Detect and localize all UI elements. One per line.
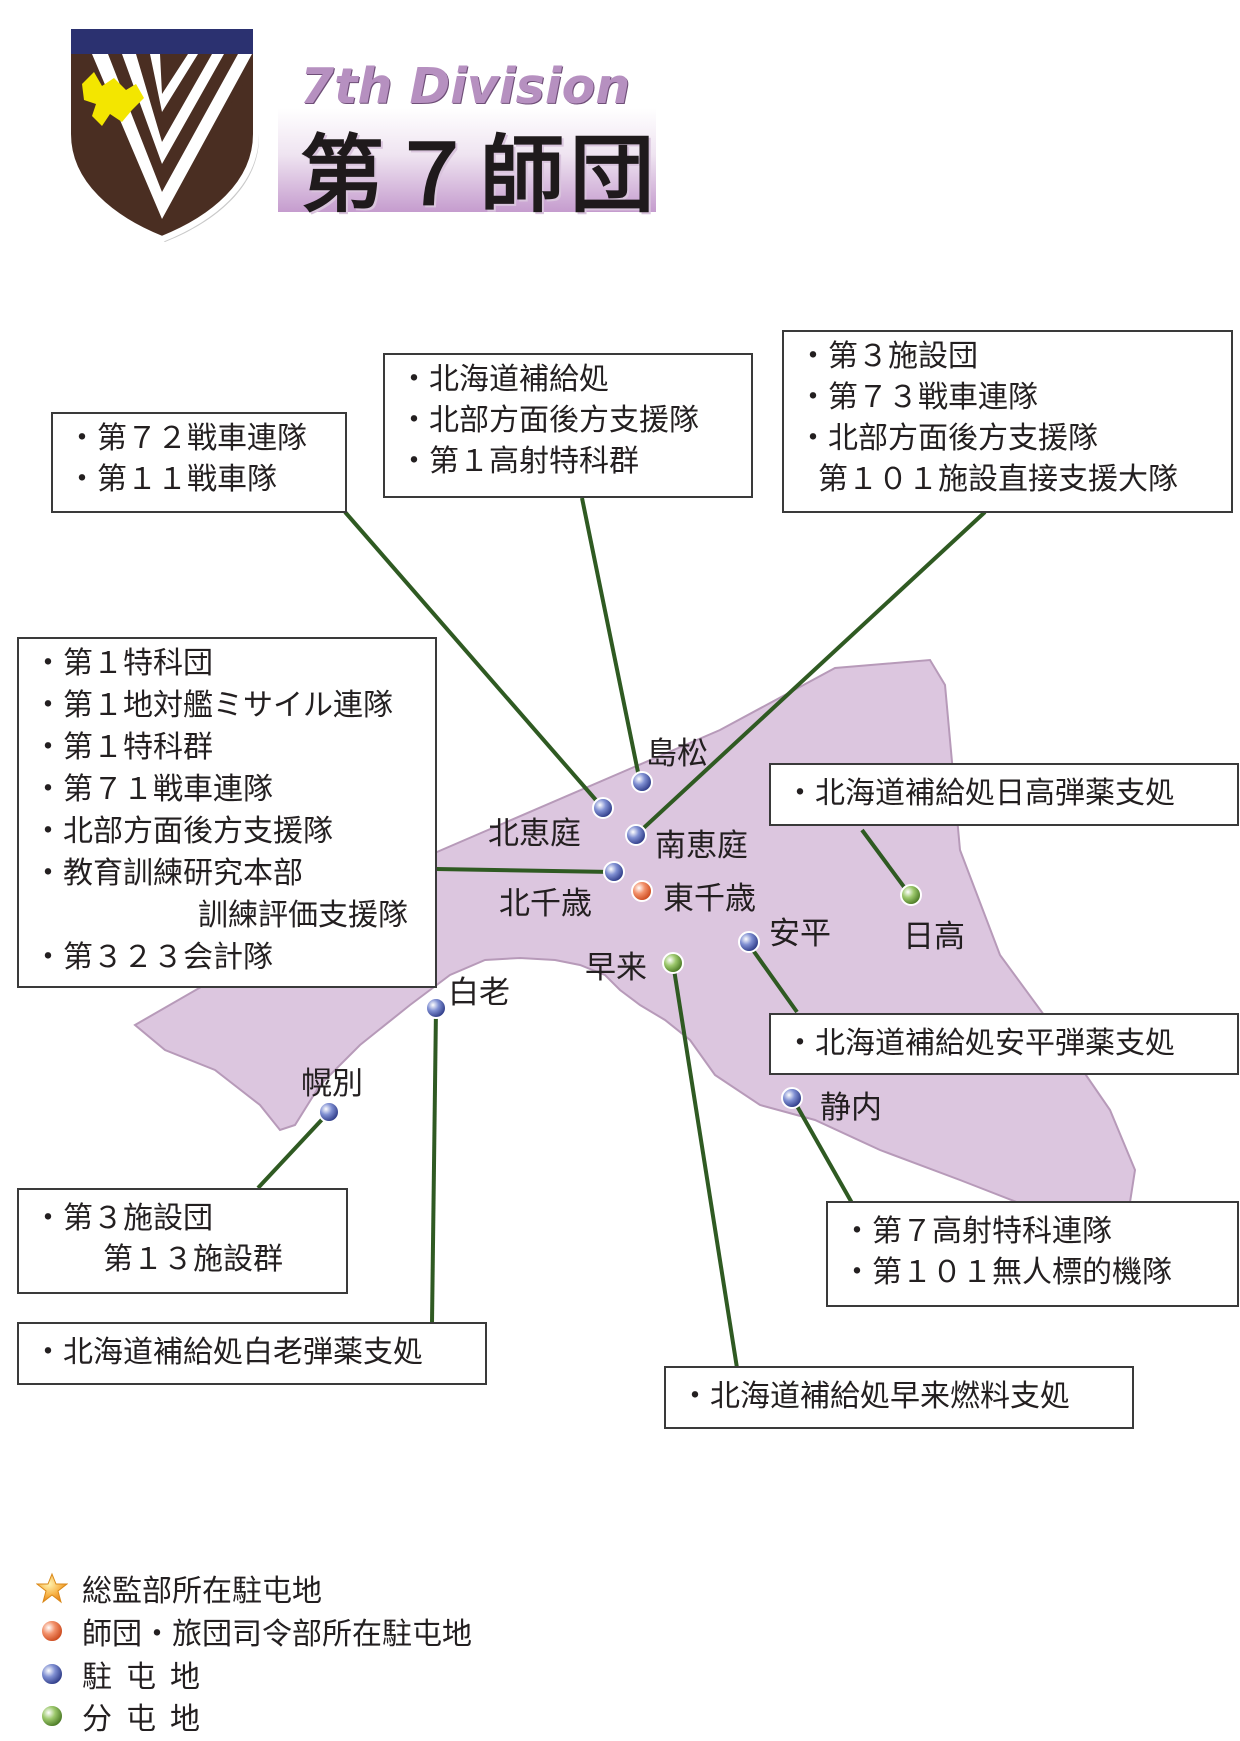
connector-kitaeniwa	[343, 510, 604, 809]
star-icon	[36, 1572, 68, 1604]
title-english: 7th Division	[300, 58, 631, 115]
orange-dot-icon	[40, 1619, 64, 1643]
connector-shimamatsu	[580, 497, 642, 783]
division-emblem-icon	[65, 23, 259, 243]
connector-hidaka	[860, 828, 912, 897]
place-label-yasuhira: 安平	[769, 916, 831, 952]
blue-dot-icon	[40, 1662, 64, 1686]
place-label-shimamatsu: 島松	[646, 736, 708, 772]
connector-hayakita	[671, 962, 739, 1369]
place-label-hidaka: 日高	[903, 919, 965, 955]
title-japanese: 第７師団	[300, 126, 661, 224]
marker-shimamatsu	[631, 771, 653, 793]
legend-item-general-hq: 総監部所在駐屯地	[36, 1568, 322, 1609]
legend-item-sub-garrison: 分屯地	[36, 1696, 214, 1737]
marker-minamieniwa	[625, 824, 647, 846]
marker-yasuhira	[738, 931, 760, 953]
connector-kitachitose	[435, 867, 614, 874]
connector-yasuhira	[748, 944, 799, 1014]
connector-shiraoi	[430, 1007, 438, 1324]
place-label-higashichitose: 東千歳	[663, 881, 756, 917]
station-markers	[318, 771, 922, 1123]
place-label-shizunai: 静内	[820, 1090, 882, 1126]
place-label-kitaeniwa: 北恵庭	[488, 816, 581, 852]
unit-box-hidaka: ・北海道補給処日高弾薬支処	[769, 763, 1239, 826]
unit-box-shizunai: ・第７高射特科連隊 ・第１０１無人標的機隊	[826, 1201, 1239, 1307]
place-label-horobetsu: 幌別	[301, 1066, 363, 1102]
place-label-minamieniwa: 南恵庭	[655, 828, 748, 864]
marker-horobetsu	[318, 1101, 340, 1123]
connector-minamieniwa	[634, 510, 987, 837]
unit-box-kitaeniwa: ・第７２戦車連隊 ・第１１戦車隊	[51, 412, 347, 513]
unit-box-kitachitose: ・第１特科団 ・第１地対艦ミサイル連隊 ・第１特科群 ・第７１戦車連隊 ・北部方…	[17, 637, 437, 988]
unit-box-yasuhira: ・北海道補給処安平弾薬支処	[769, 1013, 1239, 1075]
green-dot-icon	[40, 1704, 64, 1728]
title-band	[278, 108, 656, 212]
place-label-shiraoi: 白老	[448, 975, 510, 1011]
marker-kitaeniwa	[592, 797, 614, 819]
place-label-kitachitose: 北千歳	[499, 886, 592, 922]
connector-lines	[256, 497, 987, 1369]
unit-box-minamieniwa: ・第３施設団 ・第７３戦車連隊 ・北部方面後方支援隊 第１０１施設直接支援大隊	[782, 330, 1233, 513]
marker-shizunai	[781, 1087, 803, 1109]
connector-horobetsu	[256, 1110, 331, 1190]
connector-shizunai	[791, 1098, 854, 1204]
unit-box-horobetsu: ・第３施設団 第１３施設群	[17, 1188, 348, 1294]
unit-box-hayakita: ・北海道補給処早来燃料支処	[664, 1366, 1134, 1429]
legend-item-division-hq: 師団・旅団司令部所在駐屯地	[36, 1611, 472, 1652]
unit-box-shiraoi: ・北海道補給処白老弾薬支処	[17, 1322, 487, 1385]
marker-higashichitose	[631, 880, 653, 902]
place-label-hayakita: 早来	[585, 950, 647, 986]
marker-hidaka	[900, 884, 922, 906]
marker-shiraoi	[425, 997, 447, 1019]
unit-box-shimamatsu: ・北海道補給処 ・北部方面後方支援隊 ・第１高射特科群	[383, 353, 753, 498]
marker-kitachitose	[603, 861, 625, 883]
marker-hayakita	[662, 952, 684, 974]
legend-item-garrison: 駐屯地	[36, 1654, 214, 1695]
